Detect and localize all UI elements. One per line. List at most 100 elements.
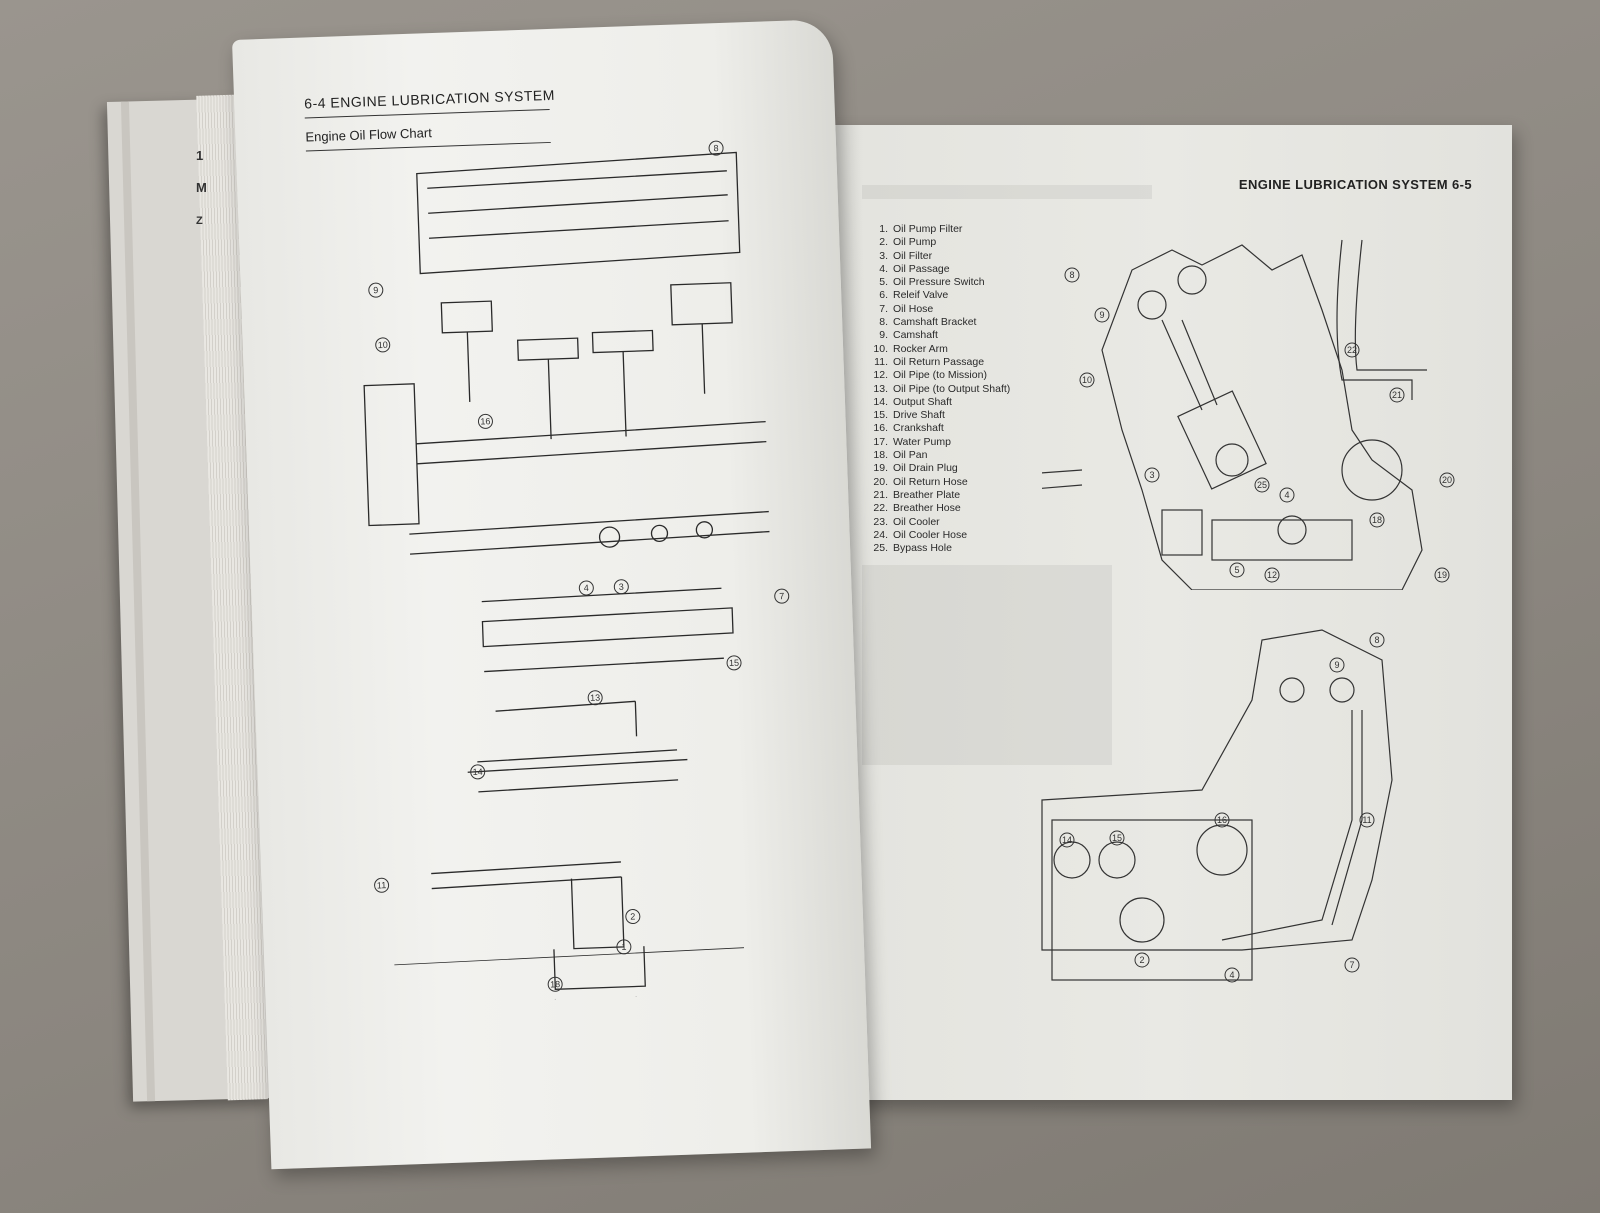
legend-number: 16. — [873, 422, 888, 435]
callout-number: 18 — [547, 976, 563, 992]
legend-number: 9. — [879, 329, 888, 342]
legend-label: Releif Valve — [893, 289, 949, 302]
bleed-through — [862, 565, 1112, 765]
legend-label: Camshaft — [893, 329, 938, 342]
callout-label: 8 — [1069, 270, 1074, 280]
legend-label: Output Shaft — [893, 395, 952, 408]
callout-number: 7 — [1344, 957, 1360, 973]
legend-label: Rocker Arm — [893, 342, 948, 355]
legend-item: 20.Oil Return Hose — [870, 476, 1010, 489]
callout-number: 4 — [1224, 967, 1240, 983]
callout-number: 10 — [375, 337, 391, 353]
callout-label: 8 — [713, 143, 718, 153]
legend-number: 25. — [873, 542, 888, 555]
stub-letter: 1 — [196, 148, 204, 163]
callout-number: 9 — [368, 282, 384, 298]
legend-number: 4. — [879, 262, 888, 275]
page-header-text: 6-4 ENGINE LUBRICATION SYSTEM — [303, 86, 556, 112]
section-title-text: Engine Oil Flow Chart — [305, 125, 433, 145]
callout-number: 10 — [1079, 372, 1095, 388]
callout-label: 3 — [619, 582, 624, 592]
callout-number: 21 — [1389, 387, 1405, 403]
callout-number: 8 — [1369, 632, 1385, 648]
callout-label: 9 — [373, 285, 378, 295]
callout-label: 10 — [378, 340, 388, 350]
legend-label: Oil Drain Plug — [893, 462, 958, 475]
legend-number: 19. — [873, 462, 888, 475]
legend-item: 15. Drive Shaft — [870, 409, 1010, 422]
callout-number: 14 — [470, 764, 486, 780]
legend-label: Oil Cooler Hose — [893, 528, 968, 541]
callout-number: 18 — [1369, 512, 1385, 528]
stub-letter: Z — [196, 215, 203, 227]
callout-label: 4 — [1284, 490, 1289, 500]
legend-number: 5. — [879, 276, 888, 289]
callout-number: 1 — [616, 939, 632, 955]
callout-number: 11 — [374, 877, 390, 893]
callout-label: 4 — [1229, 970, 1234, 980]
legend-item: 19. Oil Drain Plug — [870, 462, 1010, 475]
legend-number: 6. — [879, 289, 888, 302]
callout-label: 7 — [779, 591, 784, 601]
callout-label: 1 — [621, 942, 626, 952]
legend-number: 24. — [873, 528, 888, 541]
legend-item: 7. Oil Hose — [870, 303, 1010, 316]
legend-item: 18.Oil Pan — [870, 449, 1010, 462]
legend-item: 4.Oil Passage — [870, 263, 1010, 276]
callout-number: 9 — [1094, 307, 1110, 323]
callout-label: 7 — [1349, 960, 1354, 970]
callout-number: 13 — [587, 690, 603, 706]
legend-label: Water Pump — [893, 435, 951, 448]
callout-number: 9 — [1329, 657, 1345, 673]
legend-number: 2. — [879, 236, 888, 249]
legend-number: 17. — [873, 435, 888, 448]
legend-label: Oil Pump — [893, 236, 937, 249]
callout-number: 15 — [1109, 830, 1125, 846]
legend-label: Oil Pressure Switch — [893, 276, 985, 289]
callout-label: 2 — [630, 911, 635, 921]
callout-number: 5 — [1229, 562, 1245, 578]
callout-label: 10 — [1082, 375, 1092, 385]
legend-item: 2. Oil Pump — [870, 236, 1010, 249]
legend-item: 11.Oil Return Passage — [870, 356, 1010, 369]
legend-item: 1.Oil Pump Filter — [870, 223, 1010, 236]
legend-label: Oil Return Hose — [893, 475, 968, 488]
callout-number: 8 — [1064, 267, 1080, 283]
callout-label: 9 — [1334, 660, 1339, 670]
callout-label: 11 — [377, 880, 387, 890]
legend-item: 17. Water Pump — [870, 436, 1010, 449]
callout-label: 16 — [1217, 815, 1227, 825]
legend-item: 6. Releif Valve — [870, 289, 1010, 302]
legend-number: 8. — [879, 316, 888, 329]
callout-number: 25 — [1254, 477, 1270, 493]
callout-label: 14 — [473, 767, 483, 777]
legend-number: 11. — [874, 355, 888, 368]
callout-label: 12 — [1267, 570, 1277, 580]
legend-number: 18. — [873, 449, 888, 462]
callout-number: 12 — [1264, 567, 1280, 583]
callout-label: 14 — [1062, 835, 1072, 845]
callout-label: 18 — [1372, 515, 1382, 525]
callout-label: 13 — [590, 693, 600, 703]
legend-number: 15. — [873, 409, 888, 422]
legend-item: 10.Rocker Arm — [870, 343, 1010, 356]
legend-number: 3. — [879, 249, 888, 262]
callout-number: 16 — [1214, 812, 1230, 828]
callout-label: 5 — [1234, 565, 1239, 575]
callout-label: 22 — [1347, 345, 1357, 355]
page-header: 6-4 ENGINE LUBRICATION SYSTEM — [304, 87, 555, 119]
legend-item: 8.Camshaft Bracket — [870, 316, 1010, 329]
legend-number: 23. — [873, 515, 888, 528]
stub-letter: M — [196, 180, 207, 195]
callout-label: 19 — [1437, 570, 1447, 580]
legend-label: Drive Shaft — [893, 409, 945, 422]
legend-item: 21.Breather Plate — [870, 489, 1010, 502]
callout-number: 11 — [1359, 812, 1375, 828]
legend-number: 7. — [879, 302, 888, 315]
legend-label: Oil Hose — [893, 302, 934, 315]
legend-label: Oil Cooler — [893, 515, 940, 528]
callout-number: 15 — [726, 655, 742, 671]
